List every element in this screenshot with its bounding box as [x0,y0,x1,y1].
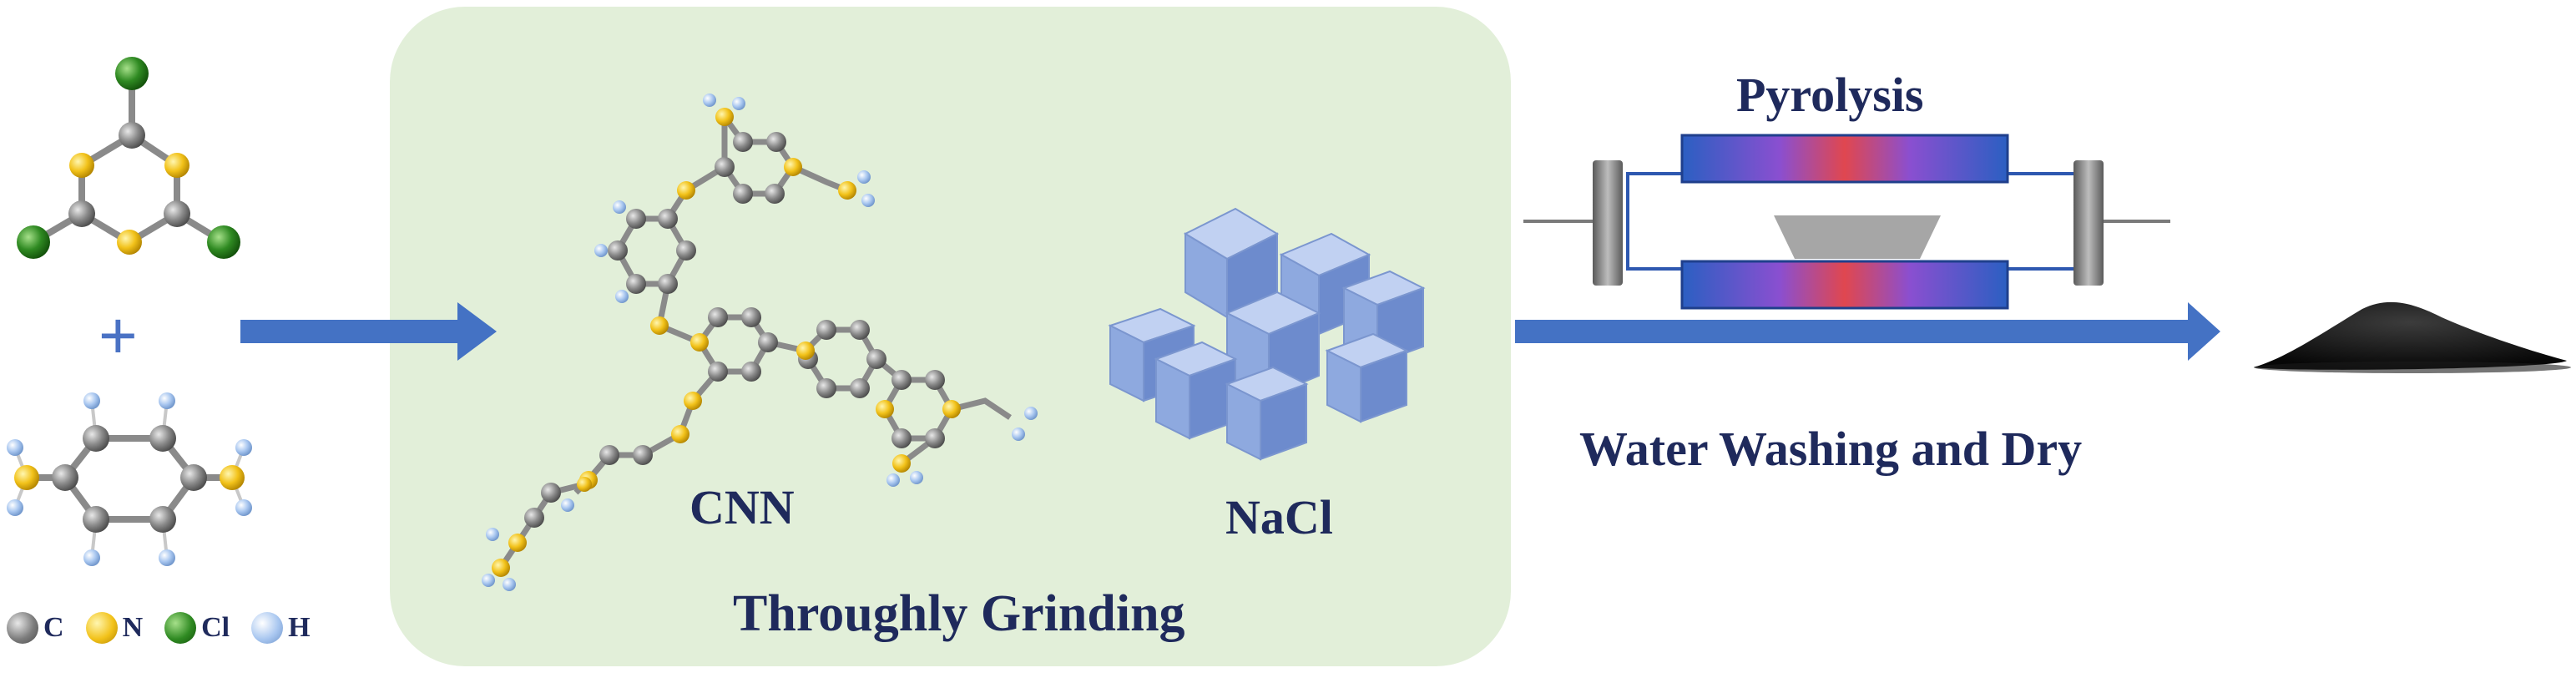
cnn-polymer-structure [482,94,1038,591]
legend-item-hydrogen: H [251,612,311,644]
tube-furnace [1523,134,2170,310]
carbon-powder-product [2254,301,2571,373]
grinding-panel [390,7,1511,666]
legend-label-carbon: C [43,612,64,643]
nacl-label: NaCl [1225,490,1333,544]
nitrogen-atom-icon [85,612,118,644]
atom-legend: C N Cl H [7,603,332,653]
arrow-to-product [1515,302,2220,361]
carbon-atom-icon [7,612,38,644]
hydrogen-atom-icon [251,612,284,644]
cyanuric-chloride-molecule [17,57,240,259]
chlorine-atom-icon [164,612,197,644]
legend-item-carbon: C [7,612,64,644]
grinding-label: Throughly Grinding [733,585,1185,642]
washing-label: Water Washing and Dry [1579,422,2083,476]
plus-sign: + [98,298,138,372]
legend-label-nitrogen: N [122,612,144,643]
legend-item-nitrogen: N [85,612,144,644]
legend-item-chlorine: Cl [164,612,230,644]
cnn-label: CNN [689,480,795,534]
arrow-to-grinding [240,302,497,361]
nacl-crystals [1108,207,1426,461]
legend-label-chlorine: Cl [201,612,230,643]
phenylenediamine-molecule [7,392,252,566]
legend-label-hydrogen: H [288,612,311,643]
pyrolysis-label: Pyrolysis [1736,68,1924,122]
